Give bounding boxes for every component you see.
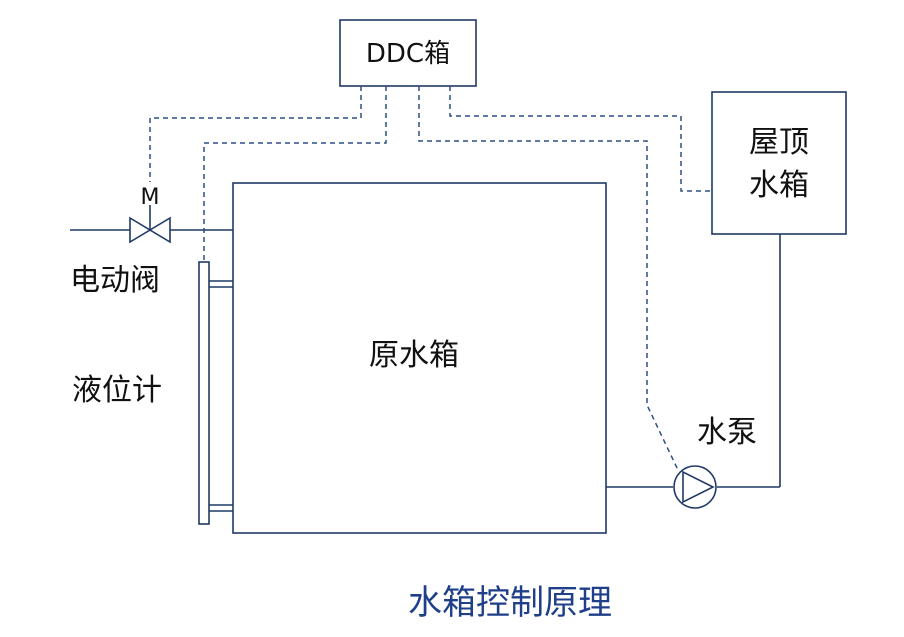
raw-tank-label: 原水箱 [369, 338, 459, 373]
raw-water-tank: 原水箱 [232, 182, 607, 534]
ddc-box: DDC箱 [339, 19, 477, 87]
roof-tank-label-line2: 水箱 [749, 168, 809, 203]
level-gauge-label: 液位计 [72, 373, 162, 408]
signal-to-pump [418, 86, 679, 471]
valve-motor-label: M [141, 185, 160, 210]
signal-to-level-gauge [203, 86, 387, 262]
ddc-box-label: DDC箱 [366, 39, 450, 69]
pump-label: 水泵 [697, 415, 757, 450]
signal-to-valve [149, 86, 362, 182]
control-signal-lines [149, 86, 712, 471]
electric-valve-label: 电动阀 [70, 263, 160, 298]
signal-to-roof-tank [449, 86, 712, 192]
diagram-caption: 水箱控制原理 [408, 583, 612, 623]
roof-water-tank: 屋顶 水箱 [711, 91, 847, 235]
roof-tank-label-line1: 屋顶 [749, 125, 809, 160]
electric-valve: M 电动阀 [70, 185, 171, 298]
pump-piping [606, 234, 781, 488]
level-gauge: 液位计 [72, 261, 233, 525]
water-pump: 水泵 [673, 415, 757, 509]
